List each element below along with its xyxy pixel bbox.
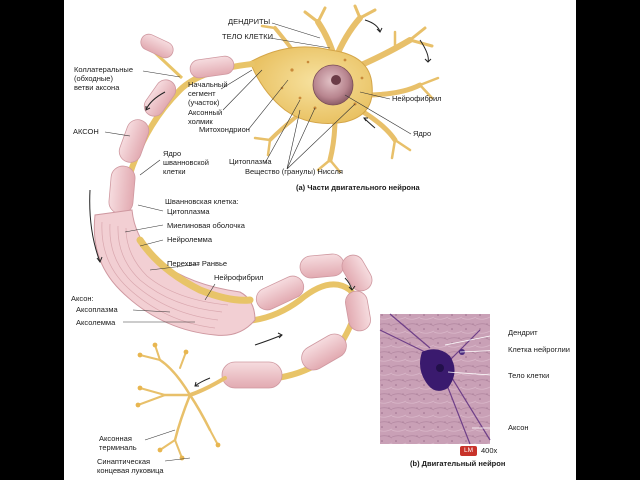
label-synaptic-bulb-1: Синаптическая [97, 457, 151, 466]
label-collateral-3: ветви аксона [74, 83, 120, 92]
label-lm-cell-body: Тело клетки [508, 371, 550, 380]
label-axon-terminal-1: Аксонная [99, 434, 132, 443]
label-myelin-sheath: Миелиновая оболочка [167, 221, 245, 230]
label-axon-terminal-2: терминаль [99, 443, 137, 452]
label-schwann-cell: Шванновская клетка: [165, 197, 239, 206]
label-nucleus: Ядро [413, 129, 432, 138]
axon-terminal [137, 344, 227, 459]
label-mitochondrion: Митохондрион [199, 125, 250, 134]
label-schwann-nucleus-1: Ядро [163, 149, 182, 158]
label-axon-hillock-1: Аксонный [188, 108, 223, 117]
label-cytoplasm: Цитоплазма [229, 157, 272, 166]
impulse-arrows [89, 19, 432, 387]
label-neurolemma: Нейролемма [167, 235, 212, 244]
label-neurofibril-mid: Нейрофибрил [214, 273, 264, 282]
label-initial-segment-3: (участок) [188, 98, 220, 107]
axoplasm [136, 236, 254, 304]
label-dendrites: ДЕНДРИТЫ [228, 17, 271, 26]
label-synaptic-bulb-2: концевая луковица [97, 466, 164, 475]
nucleus [312, 64, 354, 106]
collateral-schwann-cells [140, 33, 235, 79]
label-axolemma: Аксолемма [76, 318, 116, 327]
nucleolus [331, 75, 341, 85]
label-collateral-1: Коллатеральные [74, 65, 133, 74]
label-initial-segment-2: сегмент [188, 89, 216, 98]
cell-body [249, 46, 373, 124]
caption-a: (a) Части двигательного нейрона [296, 183, 420, 192]
micrograph-panel [379, 313, 506, 445]
schwann-cells [108, 79, 373, 389]
label-magnification: 400x [481, 446, 498, 455]
label-collateral-2: (обходные) [74, 74, 113, 83]
label-axon-colon: Аксон: [71, 294, 94, 303]
label-nissl-bodies: Вещество (гранулы) Ниссля [245, 167, 343, 176]
caption-b: (b) Двигательный нейрон [410, 459, 506, 468]
label-schwann-nucleus-3: клетки [163, 167, 186, 176]
label-schwann-nucleus-2: шванновской [163, 158, 209, 167]
label-axon: АКСОН [73, 127, 99, 136]
label-axoplasm: Аксоплазма [76, 305, 118, 314]
label-cell-body: ТЕЛО КЛЕТКИ [222, 32, 274, 41]
nissl-granules [280, 58, 364, 110]
label-lm-axon: Аксон [508, 423, 529, 432]
label-node-of-ranvier: Перехват Ранвье [167, 259, 228, 268]
label-schwann-cytoplasm: Цитоплазма [167, 207, 210, 216]
label-neurofibril-top: Нейрофибрил [392, 94, 442, 103]
dendrites [253, 4, 440, 174]
leader-lines [104, 22, 412, 462]
label-lm-glial-cell: Клетка нейроглии [508, 345, 570, 354]
label-initial-segment-1: Начальный [188, 80, 228, 89]
lm-badge: LM [460, 446, 477, 456]
myelin-layers [101, 221, 229, 329]
label-axon-hillock-2: холмик [188, 117, 213, 126]
label-lm-dendrite: Дендрит [508, 328, 538, 337]
